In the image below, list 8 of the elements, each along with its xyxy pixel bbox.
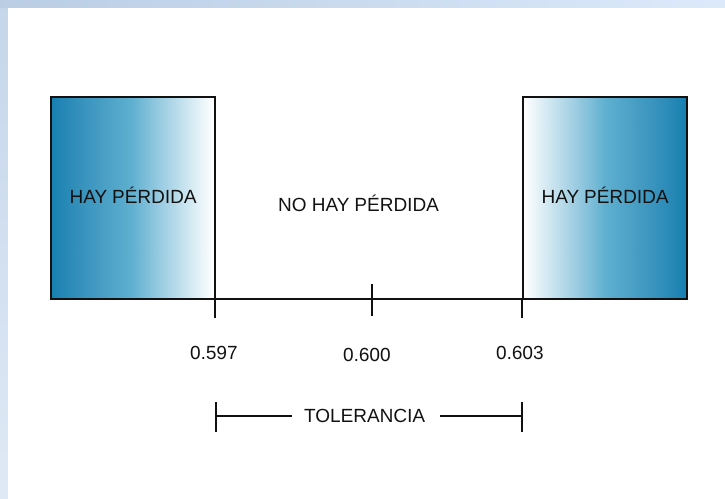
tick-value: 0.603: [496, 342, 544, 366]
loss-zone-box: [522, 96, 688, 300]
zone-label: HAY PÉRDIDA: [541, 186, 669, 210]
tick-value: 0.600: [343, 344, 391, 368]
zone-label: HAY PÉRDIDA: [69, 186, 197, 210]
loss-zone-box: [50, 96, 216, 300]
tick-value: 0.597: [190, 342, 238, 366]
zone-label: NO HAY PÉRDIDA: [278, 194, 439, 218]
